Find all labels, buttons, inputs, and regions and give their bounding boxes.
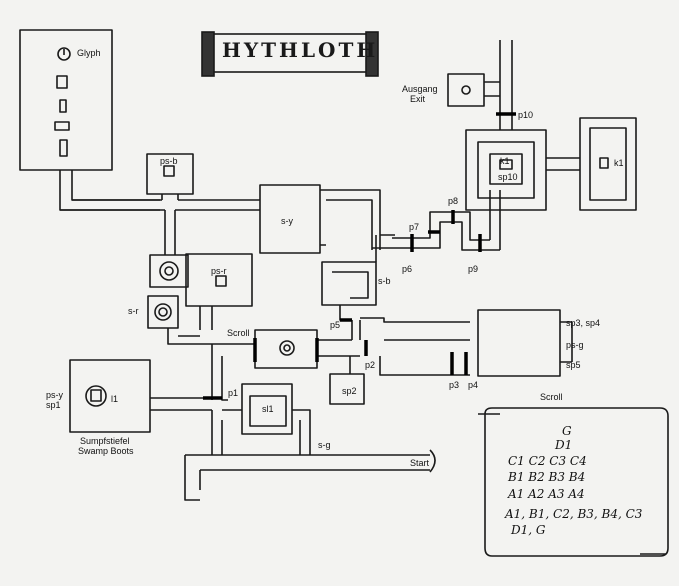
label-exit: Exit xyxy=(410,94,426,104)
s-y-room xyxy=(259,184,321,254)
label-p7: p7 xyxy=(409,222,420,232)
label-p5: p5 xyxy=(330,320,341,330)
label-sp5: sp5 xyxy=(566,360,581,370)
label-s-y: s-y xyxy=(281,216,293,226)
label-p10: p10 xyxy=(518,110,534,120)
label-s-g: s-g xyxy=(318,440,331,450)
label-swamp-boots: Swamp Boots xyxy=(78,446,134,456)
scroll-line-1: G xyxy=(562,424,572,438)
label-p2: p2 xyxy=(365,360,376,370)
label-sl1: sl1 xyxy=(262,404,274,414)
label-l1: l1 xyxy=(111,394,119,404)
label-sp3-sp4: sp3, sp4 xyxy=(566,318,601,328)
title-banner xyxy=(201,31,379,77)
ps-y-room xyxy=(69,359,151,433)
glyph-room xyxy=(19,29,113,171)
map-title: HYTHLOTH xyxy=(222,38,379,62)
label-sp2: sp2 xyxy=(342,386,357,396)
scroll-line-5: A1 A2 A3 A4 xyxy=(508,487,585,501)
label-k1-b: k1 xyxy=(614,158,624,168)
label-p9: p9 xyxy=(468,264,479,274)
label-sp1: sp1 xyxy=(46,400,61,410)
label-scroll-right: Scroll xyxy=(540,392,563,402)
label-ps-r: ps-r xyxy=(211,266,227,276)
scroll-line-3: C1 C2 C3 C4 xyxy=(508,454,587,468)
puzzle-scroll xyxy=(478,407,669,557)
label-ps-y: ps-y xyxy=(46,390,64,400)
label-k1-a: k1 xyxy=(500,156,510,166)
label-scroll-mid: Scroll xyxy=(227,328,250,338)
label-ps-b: ps-b xyxy=(160,156,178,166)
scroll-line-4: B1 B2 B3 B4 xyxy=(508,470,586,484)
scroll-line-6: A1, B1, C2, B3, B4, C3 xyxy=(505,507,643,521)
label-s-b: s-b xyxy=(378,276,391,286)
ps-b-room xyxy=(146,153,194,195)
label-ausgang: Ausgang xyxy=(402,84,438,94)
exit-room xyxy=(447,73,485,107)
label-p1: p1 xyxy=(228,388,239,398)
label-start: Start xyxy=(410,458,430,468)
sp2-room xyxy=(329,373,365,405)
label-p3: p3 xyxy=(449,380,460,390)
glyph-icon xyxy=(57,47,71,61)
label-ps-g: ps-g xyxy=(566,340,584,350)
label-sp10: sp10 xyxy=(498,172,518,182)
label-sumpfstiefel: Sumpfstiefel xyxy=(80,436,130,446)
k1-room xyxy=(579,117,637,211)
ps-r-room xyxy=(185,253,253,307)
sl1-room xyxy=(241,383,293,435)
label-glyph: Glyph xyxy=(77,48,101,58)
label-s-r: s-r xyxy=(128,306,139,316)
label-p8: p8 xyxy=(448,196,459,206)
label-p4: p4 xyxy=(468,380,479,390)
label-p6: p6 xyxy=(402,264,413,274)
s-r-room xyxy=(147,295,179,329)
ps-g-room xyxy=(477,309,561,377)
scroll-line-2: D1 xyxy=(555,438,573,452)
scroll-chamber xyxy=(254,329,318,369)
scroll-line-7: D1, G xyxy=(511,523,546,537)
